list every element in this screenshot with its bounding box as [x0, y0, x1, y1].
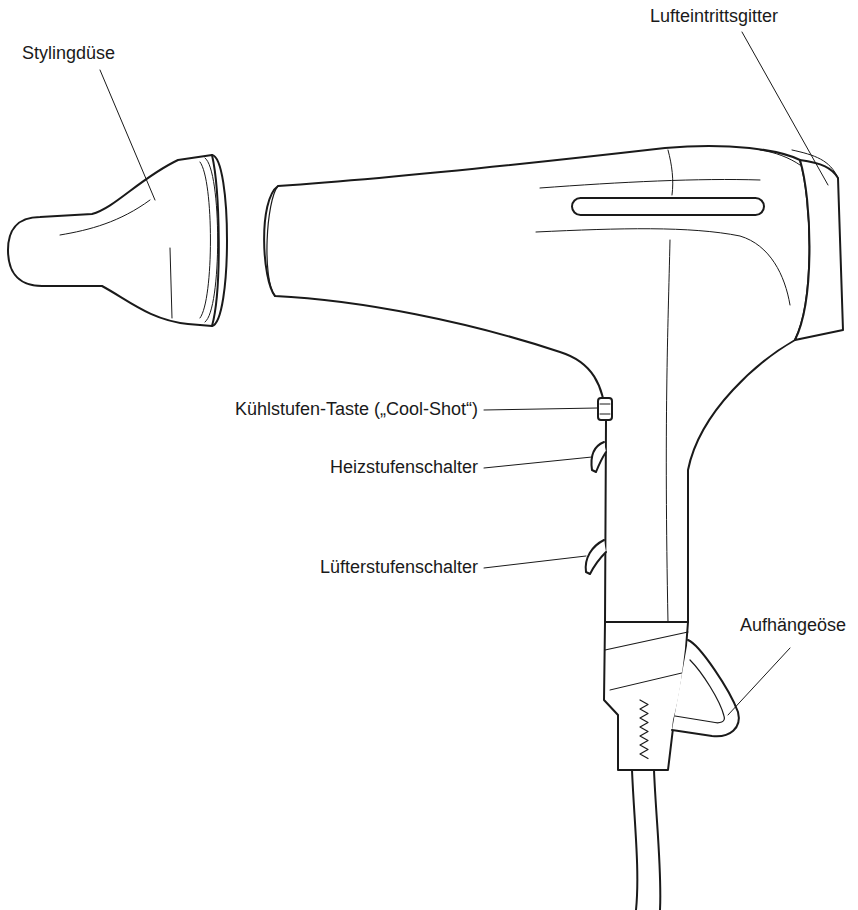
part-label: Lufteintrittsgitter	[648, 5, 780, 27]
cool-shot-button	[598, 398, 612, 420]
part-label: Aufhängeöse	[738, 614, 848, 636]
styling-nozzle	[8, 155, 227, 326]
grip-knurling	[640, 700, 648, 759]
knurl-zigzag	[640, 700, 648, 759]
part-label: Stylingdüse	[20, 42, 117, 64]
part-label: Lüfterstufenschalter	[318, 556, 480, 578]
leader-lines	[100, 32, 828, 715]
hang-loop	[672, 640, 739, 736]
fan-switch	[586, 540, 606, 574]
part-label: Heizstufenschalter	[328, 456, 480, 478]
heat-switch	[592, 442, 607, 472]
dryer-body	[264, 146, 843, 910]
part-label: Kühlstufen-Taste („Cool-Shot“)	[233, 398, 480, 420]
